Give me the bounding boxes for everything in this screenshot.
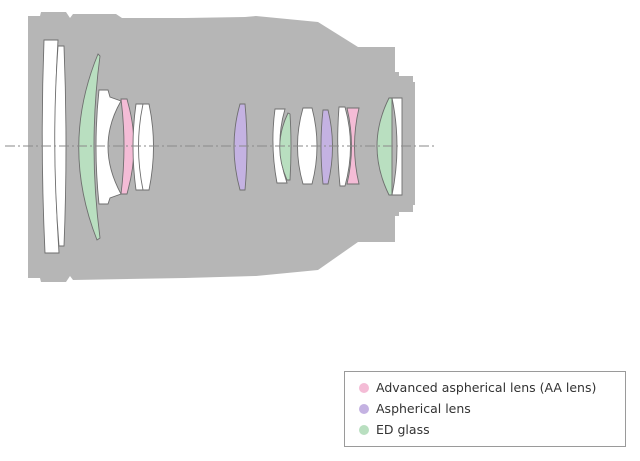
- lens-element-aspherical-2: [320, 109, 333, 185]
- legend-item-aspherical-lens: Aspherical lens: [359, 398, 625, 419]
- legend: Advanced aspherical lens (AA lens) Asphe…: [344, 371, 626, 447]
- pink-dot-icon: [359, 382, 369, 393]
- legend-label: Advanced aspherical lens (AA lens): [376, 380, 597, 395]
- purple-dot-icon: [359, 403, 369, 414]
- lens-element-5: [138, 103, 154, 191]
- legend-label: ED glass: [376, 422, 430, 437]
- green-dot-icon: [359, 424, 369, 435]
- lens-element-8: [337, 106, 351, 187]
- legend-label: Aspherical lens: [376, 401, 471, 416]
- lens-element-ed-1: [78, 53, 101, 241]
- lens-barrel: [28, 12, 415, 282]
- lens-element-aspherical-1: [233, 103, 248, 191]
- lens-element-ed-2: [279, 112, 292, 181]
- legend-item-aa-lens: Advanced aspherical lens (AA lens): [359, 377, 625, 398]
- legend-item-ed-glass: ED glass: [359, 419, 625, 440]
